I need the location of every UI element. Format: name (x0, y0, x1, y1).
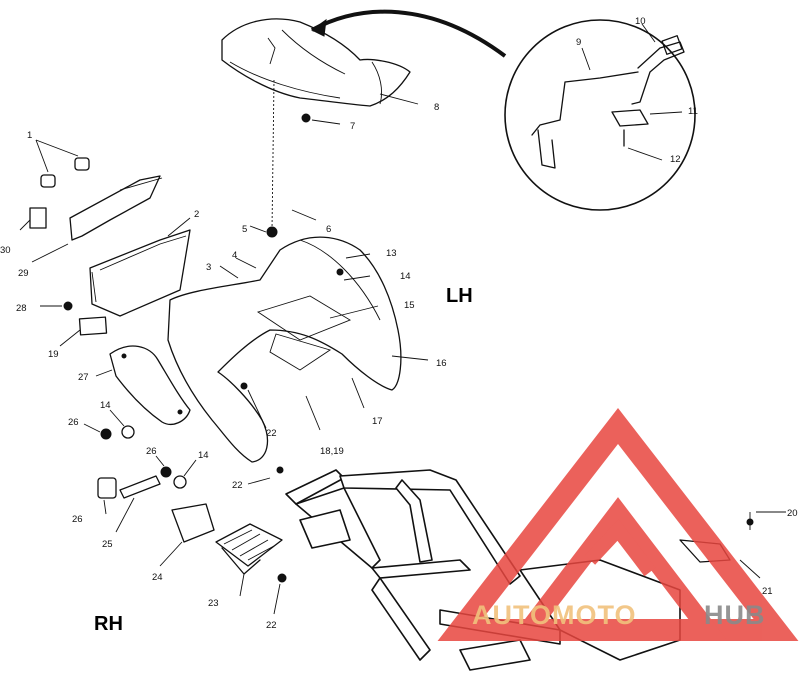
footrest-assembly (159, 503, 287, 615)
watermark-text-right: HUB (704, 600, 766, 630)
rear-fender (167, 209, 429, 485)
callout-23: 23 (208, 598, 219, 609)
callout-2: 2 (194, 209, 199, 220)
callout-14-middle: 14 (198, 450, 209, 461)
latch-detail-inset (504, 19, 696, 211)
callout-22-middle: 22 (232, 480, 243, 491)
callout-26-lower: 26 (72, 514, 83, 525)
callout-22-lower: 22 (266, 620, 277, 631)
callout-15: 15 (404, 300, 415, 311)
watermark-text-left: AUTOMOTO (472, 600, 637, 630)
callout-6: 6 (326, 224, 331, 235)
seat-illustration (221, 18, 411, 107)
callout-16: 16 (436, 358, 447, 369)
callout-9: 9 (576, 37, 581, 48)
callout-13: 13 (386, 248, 397, 259)
callout-30: 30 (0, 245, 11, 256)
callout-26-left: 26 (68, 417, 79, 428)
autohub-watermark (437, 408, 799, 641)
callout-18-19: 18,19 (320, 446, 344, 457)
callout-27: 27 (78, 372, 89, 383)
seat-bolt (271, 79, 419, 231)
callout-26-middle: 26 (146, 446, 157, 457)
callout-11: 11 (688, 106, 698, 117)
lh-side-label: LH (446, 285, 473, 307)
callout-8: 8 (434, 102, 439, 113)
callout-12: 12 (670, 154, 681, 165)
rh-side-label: RH (94, 613, 123, 635)
callout-17: 17 (372, 416, 383, 427)
callout-28: 28 (16, 303, 27, 314)
callout-4: 4 (232, 250, 237, 261)
callout-10: 10 (635, 16, 646, 27)
callout-5: 5 (242, 224, 247, 235)
callout-25: 25 (102, 539, 113, 550)
callout-19: 19 (48, 349, 59, 360)
hardware-small-parts (83, 409, 197, 533)
callout-29: 29 (18, 268, 29, 279)
detail-arrow (311, 9, 507, 58)
callout-1: 1 (27, 130, 32, 141)
callout-labels: 1 2 3 4 5 6 7 8 9 10 11 12 13 14 15 16 1… (0, 16, 798, 631)
callout-7: 7 (350, 121, 355, 132)
callout-14-left: 14 (100, 400, 111, 411)
callout-24: 24 (152, 572, 163, 583)
callout-21: 21 (762, 586, 773, 597)
rh-fender-flap (95, 345, 191, 425)
top-left-small-parts (19, 139, 163, 263)
battery-box (40, 217, 191, 347)
callout-22-upper: 22 (266, 428, 277, 439)
callout-14-right: 14 (400, 271, 411, 282)
callout-20: 20 (787, 508, 798, 519)
callout-3: 3 (206, 262, 211, 273)
